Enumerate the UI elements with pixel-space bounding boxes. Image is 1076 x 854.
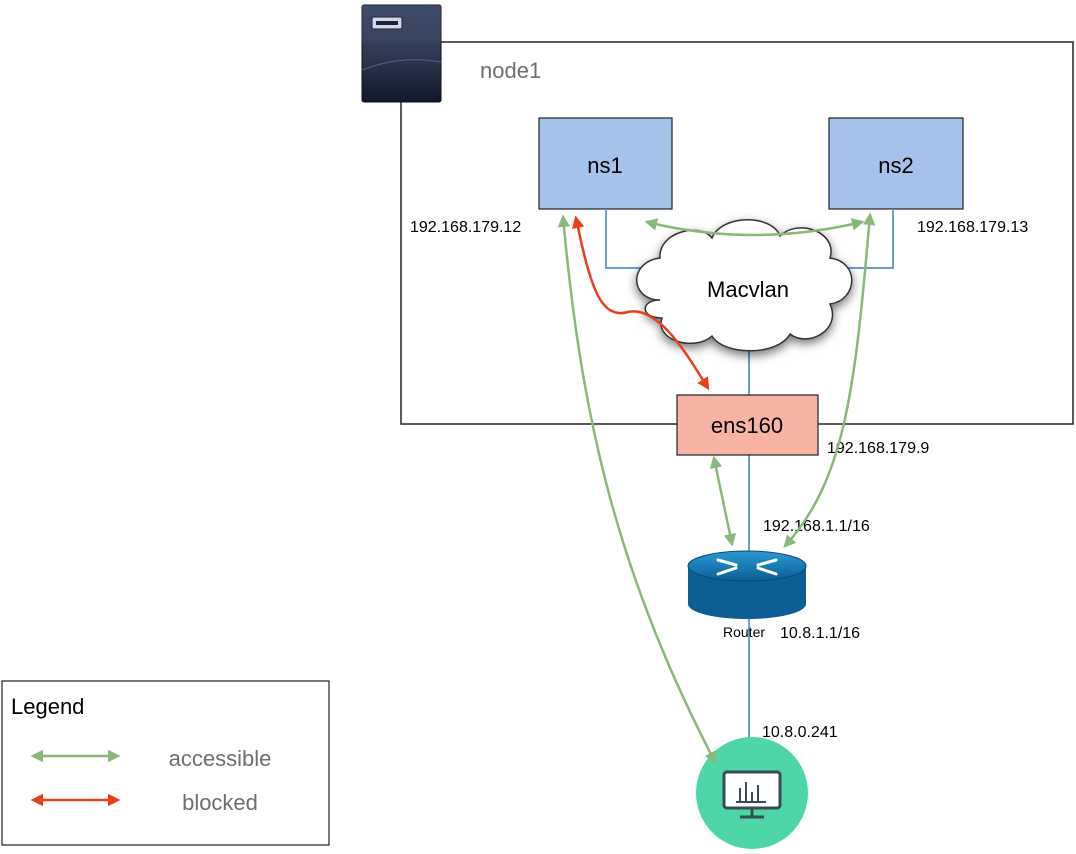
router-icon: [687, 550, 807, 619]
macvlan-label: Macvlan: [707, 277, 789, 302]
ns1-box: [538, 117, 673, 210]
ns1-client-arrow: [557, 214, 717, 765]
ns2-label: ns2: [878, 153, 913, 178]
host-label: node1: [480, 58, 541, 83]
ns1-label: ns1: [587, 153, 622, 178]
ens160-router-arrow: [709, 455, 737, 547]
ens160-label: ens160: [711, 413, 783, 438]
legend-accessible-label: accessible: [169, 746, 272, 771]
ens160-ip-label: 192.168.179.9: [827, 440, 929, 457]
ns1-ens160-blocked-arrow: [571, 215, 710, 391]
ns2-ip-label: 192.168.179.13: [917, 219, 1028, 236]
legend-blocked-label: blocked: [182, 790, 258, 815]
router-outer-ip-label: 10.8.1.1/16: [780, 625, 860, 642]
router-inner-ip-label: 192.168.1.1/16: [763, 518, 870, 535]
ns1-ip-label: 192.168.179.12: [410, 219, 521, 236]
server-icon: [361, 4, 442, 103]
legend-title: Legend: [11, 694, 84, 719]
ns2-box: [828, 117, 964, 210]
monitor-icon: [696, 737, 808, 849]
router-label: Router: [723, 624, 765, 640]
client-ip-label: 10.8.0.241: [762, 724, 838, 741]
legend: Legend accessible blocked: [1, 680, 330, 846]
ns2-router-arrow: [783, 212, 876, 548]
